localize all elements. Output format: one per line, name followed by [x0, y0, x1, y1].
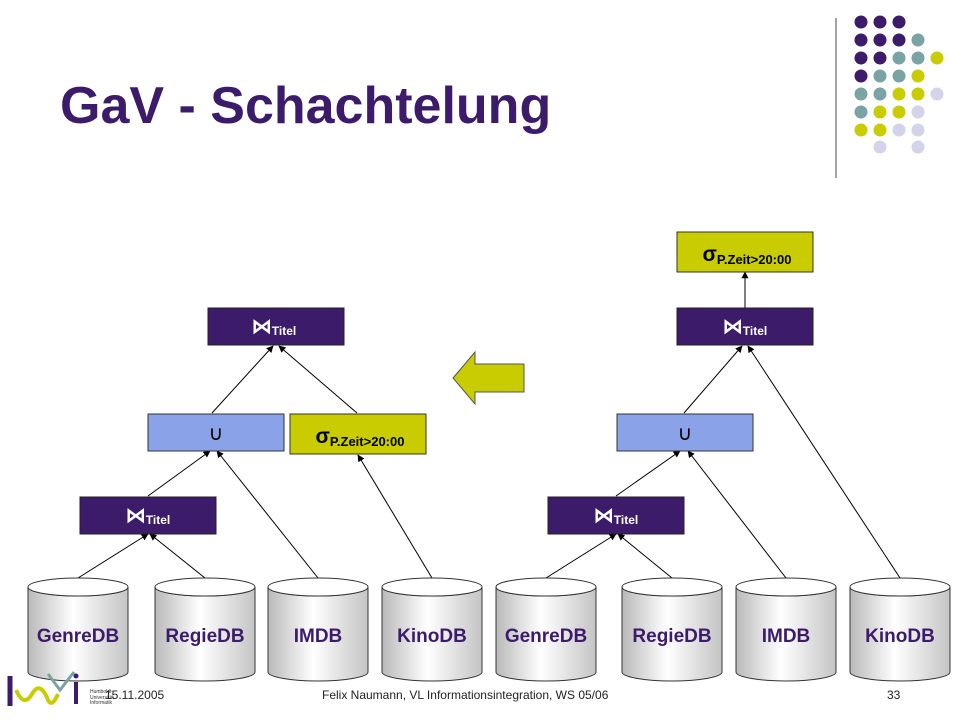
database-label: GenreDB	[505, 626, 587, 647]
svg-text:σP.Zeit>20:00: σP.Zeit>20:00	[703, 243, 792, 267]
left-top-join-node: ⋈Titel	[207, 307, 345, 346]
footer-page-number: 33	[887, 688, 901, 702]
footer-title: Felix Naumann, VL Informationsintegratio…	[322, 688, 609, 702]
left-bottom-join-node: ⋈Titel	[79, 496, 217, 535]
footer-date: 15.11.2005	[105, 688, 165, 702]
logo-caption: Humboldt- Universität Informatik	[90, 689, 114, 706]
svg-text:⋈Titel: ⋈Titel	[252, 316, 296, 338]
left-arrow-icon	[452, 350, 525, 406]
database-cylinder: GenreDB	[27, 577, 129, 682]
database-label: RegieDB	[165, 626, 244, 647]
right-union-node: ∪	[616, 413, 754, 452]
left-tree-edges	[77, 345, 433, 579]
database-cylinder: IMDB	[267, 577, 369, 682]
database-cylinder: RegieDB	[621, 577, 723, 682]
decorative-dots	[854, 15, 944, 154]
svg-text:∪: ∪	[678, 421, 693, 445]
database-label: RegieDB	[632, 626, 711, 647]
database-cylinder: GenreDB	[495, 577, 597, 682]
svg-text:⋈Titel: ⋈Titel	[594, 505, 638, 527]
left-union-node: ∪	[147, 413, 285, 452]
svg-text:∪: ∪	[209, 421, 224, 445]
database-row: GenreDB RegieDB IMDB KinoDB GenreDB RegieDB IM…	[27, 577, 951, 682]
database-cylinder: KinoDB	[849, 577, 951, 682]
right-tree-edges	[545, 271, 901, 579]
database-label: IMDB	[294, 626, 343, 647]
svg-text:σP.Zeit>20:00: σP.Zeit>20:00	[316, 425, 405, 449]
right-top-join-node: ⋈Titel	[676, 307, 814, 346]
database-label: KinoDB	[397, 626, 467, 647]
database-label: KinoDB	[865, 626, 935, 647]
university-logo	[7, 671, 79, 706]
right-select-node: σP.Zeit>20:00	[676, 231, 814, 273]
database-label: IMDB	[762, 626, 811, 647]
database-cylinder: IMDB	[735, 577, 837, 682]
database-cylinder: KinoDB	[381, 577, 483, 682]
svg-text:⋈Titel: ⋈Titel	[723, 316, 767, 338]
database-cylinder: RegieDB	[154, 577, 256, 682]
right-bottom-join-node: ⋈Titel	[547, 496, 685, 535]
database-label: GenreDB	[37, 626, 119, 647]
left-select-node: σP.Zeit>20:00	[289, 413, 427, 455]
svg-text:⋈Titel: ⋈Titel	[126, 505, 170, 527]
slide-title: GaV - Schachtelung	[60, 77, 552, 135]
